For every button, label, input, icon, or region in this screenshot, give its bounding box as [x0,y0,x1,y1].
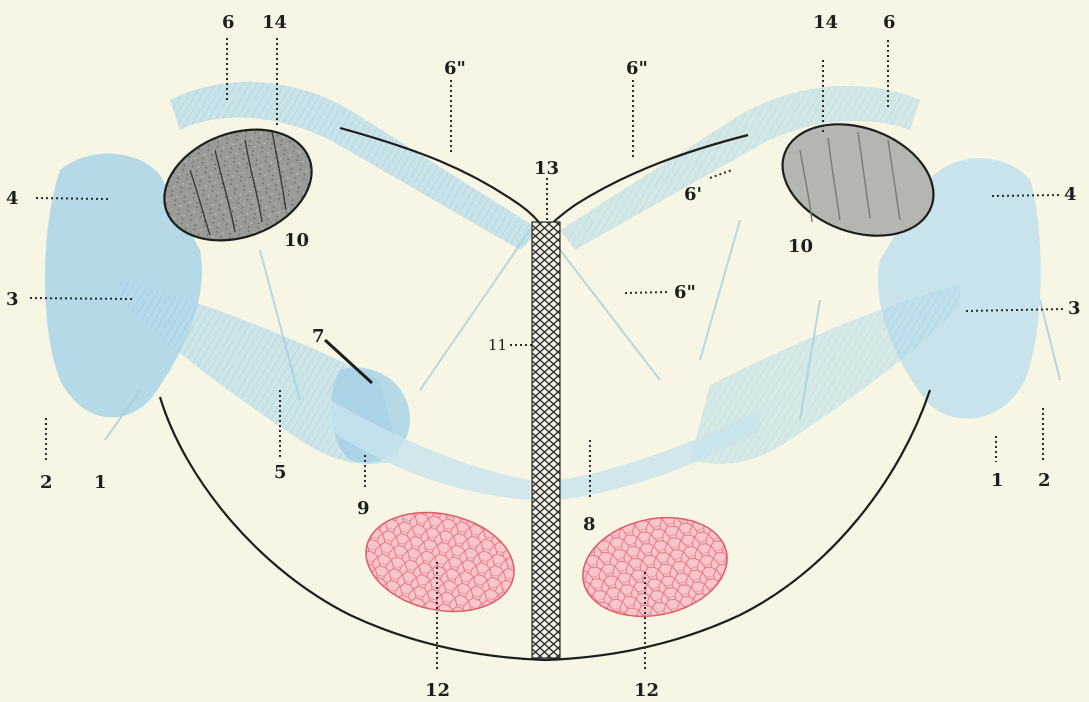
label-13: 13 [534,158,559,179]
label-1-left: 1 [94,472,107,493]
label-3-left: 3 [6,289,19,310]
label-3-right: 3 [1068,298,1081,319]
label-14-right: 14 [813,12,838,33]
label-6-right: 6 [883,12,896,33]
label-11: 11 [488,336,507,354]
label-9: 9 [357,498,370,519]
red-nucleus-right [574,505,737,629]
label-2-left: 2 [40,472,53,493]
label-6pp-left: 6" [444,58,466,79]
label-8: 8 [583,514,596,535]
label-12-left: 12 [425,680,450,701]
label-14-left: 14 [262,12,287,33]
label-12-right: 12 [634,680,659,701]
red-nucleus-left [357,499,524,624]
label-4-right: 4 [1064,184,1077,205]
label-6p-right: 6' [684,184,702,205]
label-10-left: 10 [284,230,309,251]
label-2-right: 2 [1038,470,1051,491]
label-6-left: 6 [222,12,235,33]
label-4-left: 4 [6,188,19,209]
label-5: 5 [274,462,287,483]
label-10-right: 10 [788,236,813,257]
label-6pp-right: 6" [626,58,648,79]
label-7: 7 [312,326,325,347]
median-septum [532,222,560,658]
label-1-right: 1 [991,470,1004,491]
label-6pp-mid: 6" [674,282,696,303]
